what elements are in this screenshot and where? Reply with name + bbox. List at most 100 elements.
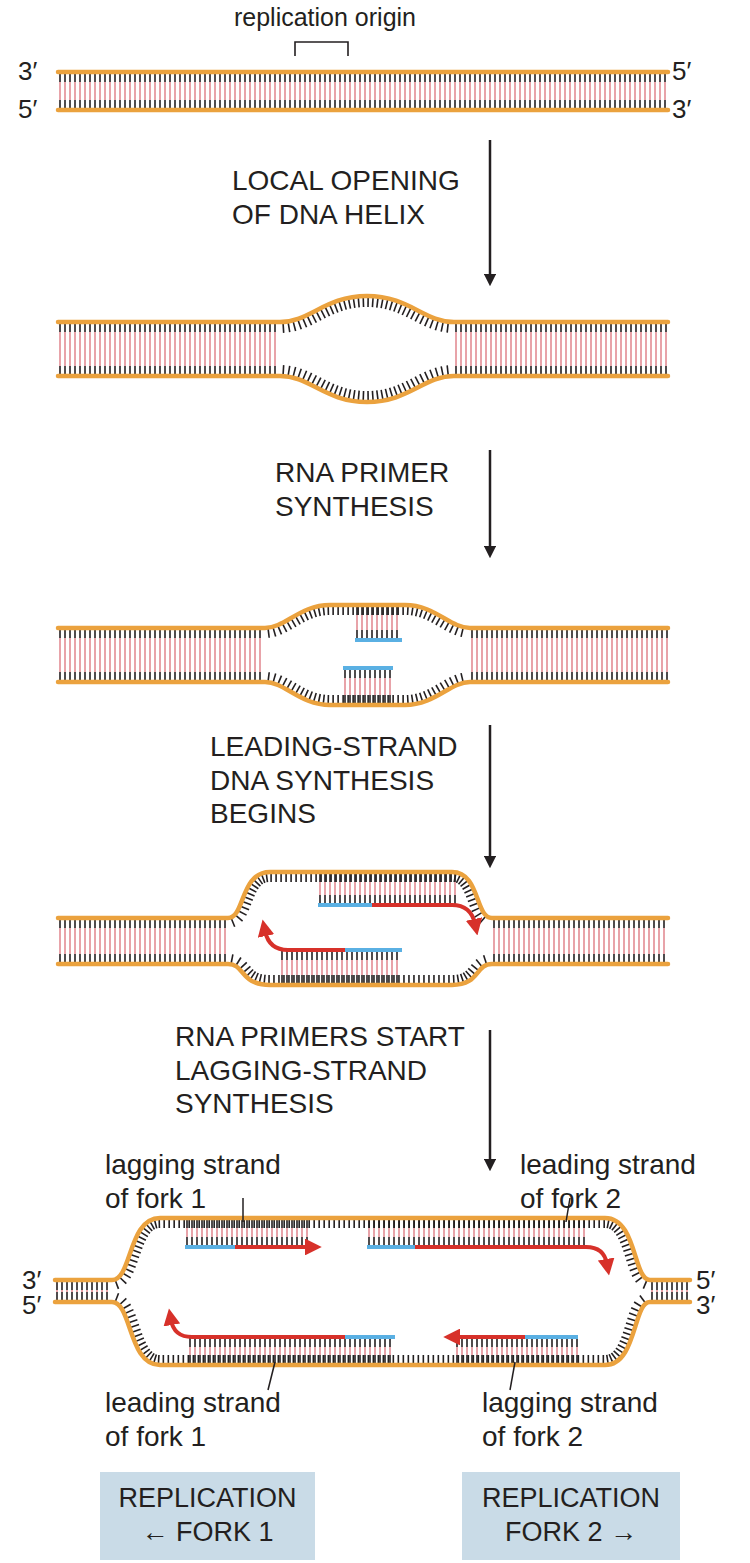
base-pair bbox=[124, 638, 126, 672]
base-pair bbox=[641, 638, 643, 672]
base-pair bbox=[639, 82, 641, 100]
base-pair bbox=[169, 332, 171, 366]
base-pair bbox=[444, 882, 446, 895]
base-pair bbox=[96, 1290, 98, 1292]
base-pair bbox=[124, 332, 126, 366]
base-pair bbox=[84, 928, 86, 954]
base-pair bbox=[664, 82, 666, 100]
base-pair bbox=[651, 638, 653, 672]
base-pair bbox=[624, 82, 626, 100]
base-pair bbox=[89, 928, 91, 954]
base-pair bbox=[500, 332, 502, 366]
base-pair bbox=[224, 928, 226, 954]
base-pair bbox=[558, 928, 560, 954]
base-pair bbox=[564, 82, 566, 100]
base-pair bbox=[236, 1228, 238, 1237]
base-pair bbox=[534, 82, 536, 100]
base-pair bbox=[196, 1228, 198, 1237]
base-pair bbox=[366, 615, 368, 630]
base-pair bbox=[418, 1228, 420, 1237]
base-pair bbox=[359, 678, 361, 695]
base-pair bbox=[66, 1290, 68, 1292]
base-pair bbox=[239, 332, 241, 366]
base-pair bbox=[349, 678, 351, 695]
base-pair bbox=[79, 82, 81, 100]
base-pair bbox=[104, 928, 106, 954]
base-pair bbox=[186, 1228, 188, 1237]
base-pair bbox=[164, 638, 166, 672]
base-pair bbox=[216, 1228, 218, 1237]
base-pair bbox=[84, 332, 86, 366]
base-pair bbox=[191, 1228, 193, 1237]
base-pair bbox=[676, 1290, 678, 1292]
base-pair bbox=[580, 332, 582, 366]
base-pair bbox=[139, 332, 141, 366]
base-pair bbox=[414, 882, 416, 895]
base-pair bbox=[671, 1290, 673, 1292]
base-pair bbox=[64, 928, 66, 954]
base-pair bbox=[209, 332, 211, 366]
base-pair bbox=[129, 332, 131, 366]
base-pair bbox=[259, 82, 261, 100]
base-pair bbox=[221, 1228, 223, 1237]
base-pair bbox=[553, 928, 555, 954]
base-pair bbox=[396, 615, 398, 630]
base-pair bbox=[364, 678, 366, 695]
base-pair bbox=[518, 928, 520, 954]
base-pair bbox=[224, 82, 226, 100]
base-pair bbox=[291, 960, 293, 975]
base-pair bbox=[154, 928, 156, 954]
base-pair bbox=[351, 960, 353, 975]
base-pair bbox=[386, 960, 388, 975]
base-pair bbox=[211, 1228, 213, 1237]
base-pair bbox=[254, 82, 256, 100]
base-pair bbox=[209, 928, 211, 954]
base-pair bbox=[271, 1228, 273, 1237]
base-pair bbox=[513, 928, 515, 954]
base-pair bbox=[396, 960, 398, 975]
base-pair bbox=[144, 928, 146, 954]
base-pair bbox=[281, 1228, 283, 1237]
base-pair bbox=[189, 638, 191, 672]
base-pair bbox=[606, 638, 608, 672]
base-pair bbox=[199, 332, 201, 366]
base-pair bbox=[658, 928, 660, 954]
base-pair bbox=[454, 882, 456, 895]
base-pair bbox=[646, 638, 648, 672]
base-pair bbox=[535, 332, 537, 366]
base-pair bbox=[209, 638, 211, 672]
base-pair bbox=[249, 82, 251, 100]
base-pair bbox=[568, 928, 570, 954]
base-pair bbox=[229, 638, 231, 672]
base-pair bbox=[651, 1290, 653, 1292]
base-pair bbox=[259, 638, 261, 672]
base-pair bbox=[184, 82, 186, 100]
base-pair bbox=[403, 1228, 405, 1237]
base-pair bbox=[521, 638, 523, 672]
base-pair bbox=[630, 332, 632, 366]
base-pair bbox=[89, 82, 91, 100]
base-pair bbox=[475, 332, 477, 366]
base-pair bbox=[574, 82, 576, 100]
base-pair bbox=[174, 332, 176, 366]
base-pair bbox=[179, 332, 181, 366]
base-pair bbox=[449, 82, 451, 100]
base-pair bbox=[511, 638, 513, 672]
base-pair bbox=[199, 638, 201, 672]
base-pair bbox=[368, 1228, 370, 1237]
base-pair bbox=[509, 82, 511, 100]
base-pair bbox=[59, 928, 61, 954]
base-pair bbox=[419, 882, 421, 895]
base-pair bbox=[374, 82, 376, 100]
base-pair bbox=[69, 638, 71, 672]
base-pair bbox=[556, 638, 558, 672]
base-pair bbox=[549, 82, 551, 100]
base-pair bbox=[540, 332, 542, 366]
base-pair bbox=[620, 332, 622, 366]
base-pair bbox=[321, 960, 323, 975]
base-pair bbox=[404, 882, 406, 895]
base-pair bbox=[59, 638, 61, 672]
base-pair bbox=[129, 928, 131, 954]
base-pair bbox=[159, 332, 161, 366]
base-pair bbox=[613, 928, 615, 954]
